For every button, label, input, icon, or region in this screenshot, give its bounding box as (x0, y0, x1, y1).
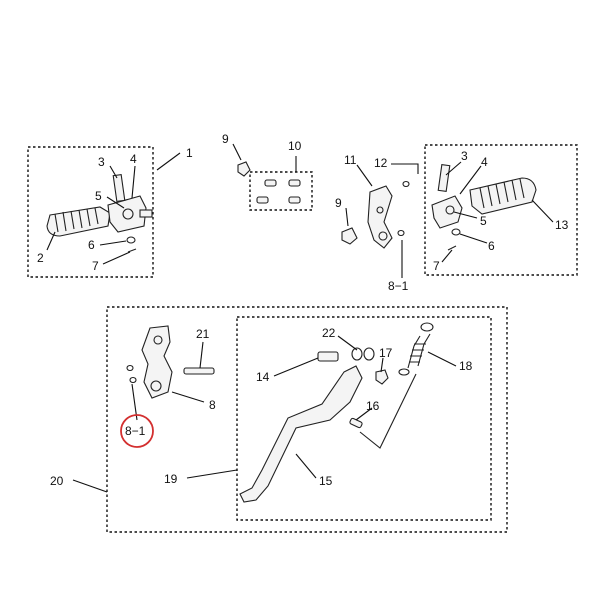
callout-3-right: 3 (461, 149, 468, 163)
group-box-bolts (249, 171, 313, 211)
callout-10: 10 (288, 139, 302, 153)
highlight-circle (120, 414, 154, 448)
callout-11: 11 (344, 153, 357, 167)
callout-22: 22 (322, 326, 336, 340)
group-box-sidestand (236, 316, 492, 521)
right-footrest-parts (431, 163, 537, 251)
callout-3-left: 3 (98, 155, 105, 169)
middle-bracket-parts (341, 180, 410, 249)
callout-7-left: 7 (92, 259, 99, 273)
callout-9-middle: 9 (335, 196, 342, 210)
callout-5-right: 5 (480, 214, 487, 228)
left-footrest-parts (46, 173, 153, 253)
callout-9-top: 9 (222, 132, 229, 146)
callout-19: 19 (164, 472, 178, 486)
callout-20: 20 (50, 474, 64, 488)
leader-lines (46, 143, 554, 493)
bolt-parts (237, 161, 301, 204)
callout-8-1-highlighted: 8−1 (125, 424, 146, 438)
callout-21: 21 (196, 327, 210, 341)
callout-7-right: 7 (433, 259, 440, 273)
callout-12: 12 (374, 156, 388, 170)
callout-5-left: 5 (95, 189, 102, 203)
callout-labels: 1 2 3 4 5 6 7 9 10 9 11 12 8−1 3 4 5 6 7… (37, 132, 569, 488)
group-box-left-footrest (27, 146, 154, 278)
callout-2: 2 (37, 251, 44, 265)
callout-6-right: 6 (488, 239, 495, 253)
callout-8-1-middle: 8−1 (388, 279, 409, 293)
stand-bracket-parts (126, 325, 215, 399)
group-box-right-footrest (424, 144, 578, 276)
sidestand-parts (239, 322, 434, 503)
callout-15: 15 (319, 474, 333, 488)
callout-1: 1 (186, 146, 193, 160)
callout-4-left: 4 (130, 152, 137, 166)
callout-17: 17 (379, 346, 393, 360)
callout-18: 18 (459, 359, 473, 373)
callout-8: 8 (209, 398, 216, 412)
callout-4-right: 4 (481, 155, 488, 169)
callout-13: 13 (555, 218, 569, 232)
group-box-stand-assembly (106, 306, 508, 533)
callout-6-left: 6 (88, 238, 95, 252)
callout-16: 16 (366, 399, 380, 413)
callout-14: 14 (256, 370, 270, 384)
